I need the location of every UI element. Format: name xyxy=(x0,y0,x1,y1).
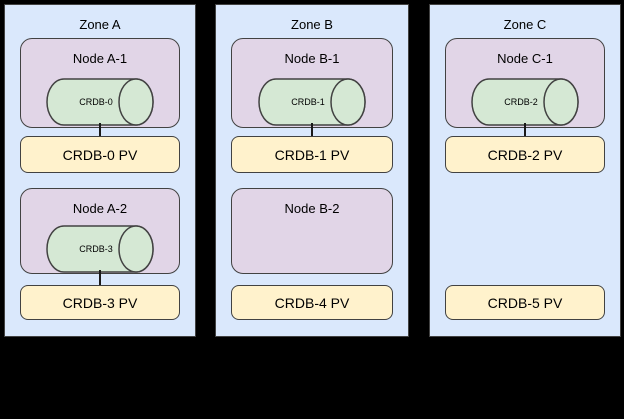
pv-crdb-2: CRDB-2 PV xyxy=(445,136,605,173)
pv-crdb-3-label: CRDB-3 PV xyxy=(62,294,138,311)
node-c-1-title: Node C-1 xyxy=(497,51,553,66)
crdb-0-pv-connector-line xyxy=(99,123,101,137)
pv-crdb-5: CRDB-5 PV xyxy=(445,285,605,320)
node-a-2-title: Node A-2 xyxy=(72,201,128,216)
node-a-1: Node A-1 CRDB-0 xyxy=(20,38,180,128)
crdb-2-label: CRDB-2 xyxy=(504,97,538,107)
pv-crdb-2-label: CRDB-2 PV xyxy=(487,146,563,163)
crdb-2-pv-connector-line xyxy=(524,123,526,137)
crdb-1-pv-connector-line xyxy=(311,123,313,137)
crdb-3-pv-connector-line xyxy=(99,270,101,286)
zone-c: Zone C Node C-1 CRDB-2 CRDB-2 PV CRDB-5 … xyxy=(429,4,621,337)
node-b-1: Node B-1 CRDB-1 xyxy=(231,38,393,128)
node-a-1-title: Node A-1 xyxy=(72,51,128,66)
pv-crdb-4: CRDB-4 PV xyxy=(231,285,393,320)
node-c-1: Node C-1 CRDB-2 xyxy=(445,38,605,128)
pv-crdb-4-label: CRDB-4 PV xyxy=(274,294,350,311)
zone-a: Zone A Node A-1 CRDB-0 CRDB-0 PV Node A-… xyxy=(4,4,196,337)
crdb-1-database-cylinder-icon: CRDB-1 xyxy=(258,78,366,126)
crdb-1-label: CRDB-1 xyxy=(291,97,325,107)
pv-crdb-0: CRDB-0 PV xyxy=(20,136,180,173)
pv-crdb-5-label: CRDB-5 PV xyxy=(487,294,563,311)
node-b-2: Node B-2 xyxy=(231,188,393,274)
node-b-1-title: Node B-1 xyxy=(284,51,340,66)
pv-crdb-3: CRDB-3 PV xyxy=(20,285,180,320)
crdb-3-label: CRDB-3 xyxy=(79,244,113,254)
zone-c-title: Zone C xyxy=(503,17,547,32)
pv-crdb-0-label: CRDB-0 PV xyxy=(62,146,138,163)
node-b-2-title: Node B-2 xyxy=(284,201,340,216)
zone-b: Zone B Node B-1 CRDB-1 CRDB-1 PV Node B-… xyxy=(215,4,409,337)
zone-b-title: Zone B xyxy=(291,17,333,32)
crdb-0-database-cylinder-icon: CRDB-0 xyxy=(46,78,154,126)
crdb-3-database-cylinder-icon: CRDB-3 xyxy=(46,225,154,273)
zone-a-title: Zone A xyxy=(79,17,121,32)
crdb-0-label: CRDB-0 xyxy=(79,97,113,107)
node-a-2: Node A-2 CRDB-3 xyxy=(20,188,180,274)
crdb-2-database-cylinder-icon: CRDB-2 xyxy=(471,78,579,126)
pv-crdb-1-label: CRDB-1 PV xyxy=(274,146,350,163)
pv-crdb-1: CRDB-1 PV xyxy=(231,136,393,173)
